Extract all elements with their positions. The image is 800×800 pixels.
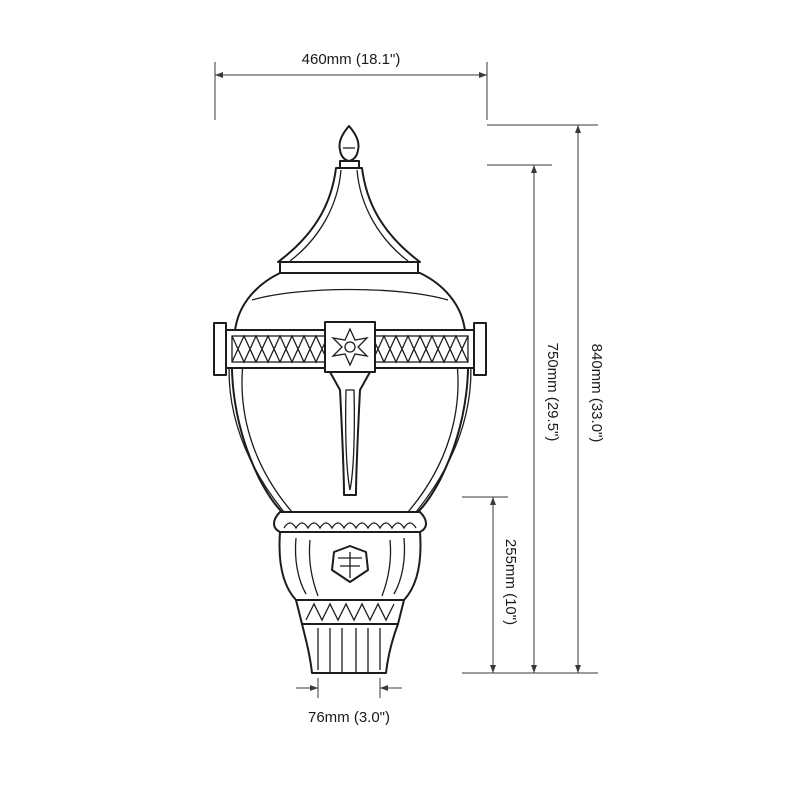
globe-rib — [329, 371, 371, 496]
globe-band — [213, 321, 487, 376]
lamp-roof — [277, 167, 421, 274]
dimension-label-height-base: 255mm (10") — [502, 539, 519, 625]
dimension-label-height-globe: 750mm (29.5") — [544, 343, 561, 442]
dimension-label-width-top: 460mm (18.1") — [302, 51, 401, 68]
dimension-width-top: 460mm (18.1") — [214, 51, 488, 120]
dimension-width-base: 76mm (3.0") — [296, 678, 402, 726]
dimension-label-height-total: 840mm (33.0") — [588, 344, 605, 443]
dimension-height-base: 255mm (10") — [462, 496, 519, 673]
dimension-height-globe: 750mm (29.5") — [487, 164, 561, 673]
dimension-label-width-base: 76mm (3.0") — [308, 709, 390, 726]
lamp-stem — [301, 623, 399, 674]
finial — [338, 125, 360, 169]
dimension-height-total: 840mm (33.0") — [462, 124, 605, 674]
lamp-base — [273, 511, 427, 625]
